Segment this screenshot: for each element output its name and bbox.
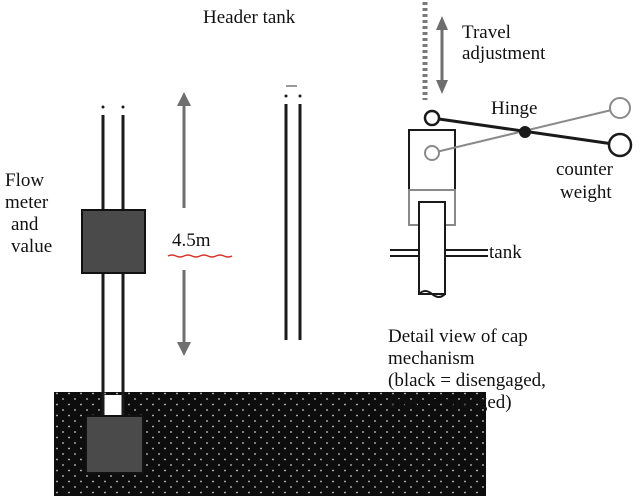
header-tank-pipe xyxy=(284,85,302,340)
flow-meter-box xyxy=(81,209,146,274)
flow-meter-label: Flow meter and value xyxy=(5,170,53,257)
buried-box xyxy=(85,415,144,474)
cap-mechanism xyxy=(390,97,633,298)
header-tank-label: Header tank xyxy=(203,7,296,28)
travel-adjustment-label: Travel adjustment xyxy=(462,22,546,64)
height-arrow xyxy=(177,92,191,356)
travel-arrow xyxy=(436,16,448,94)
height-label: 4.5m xyxy=(172,230,211,251)
soil-block xyxy=(54,392,486,496)
hinge-label: Hinge xyxy=(491,98,538,119)
tank-label: tank xyxy=(489,242,522,263)
height-underline xyxy=(167,254,233,258)
counter-weight-label: counter weight xyxy=(556,159,613,203)
detail-view-caption: Detail view of cap mechanism (black = di… xyxy=(388,326,546,413)
